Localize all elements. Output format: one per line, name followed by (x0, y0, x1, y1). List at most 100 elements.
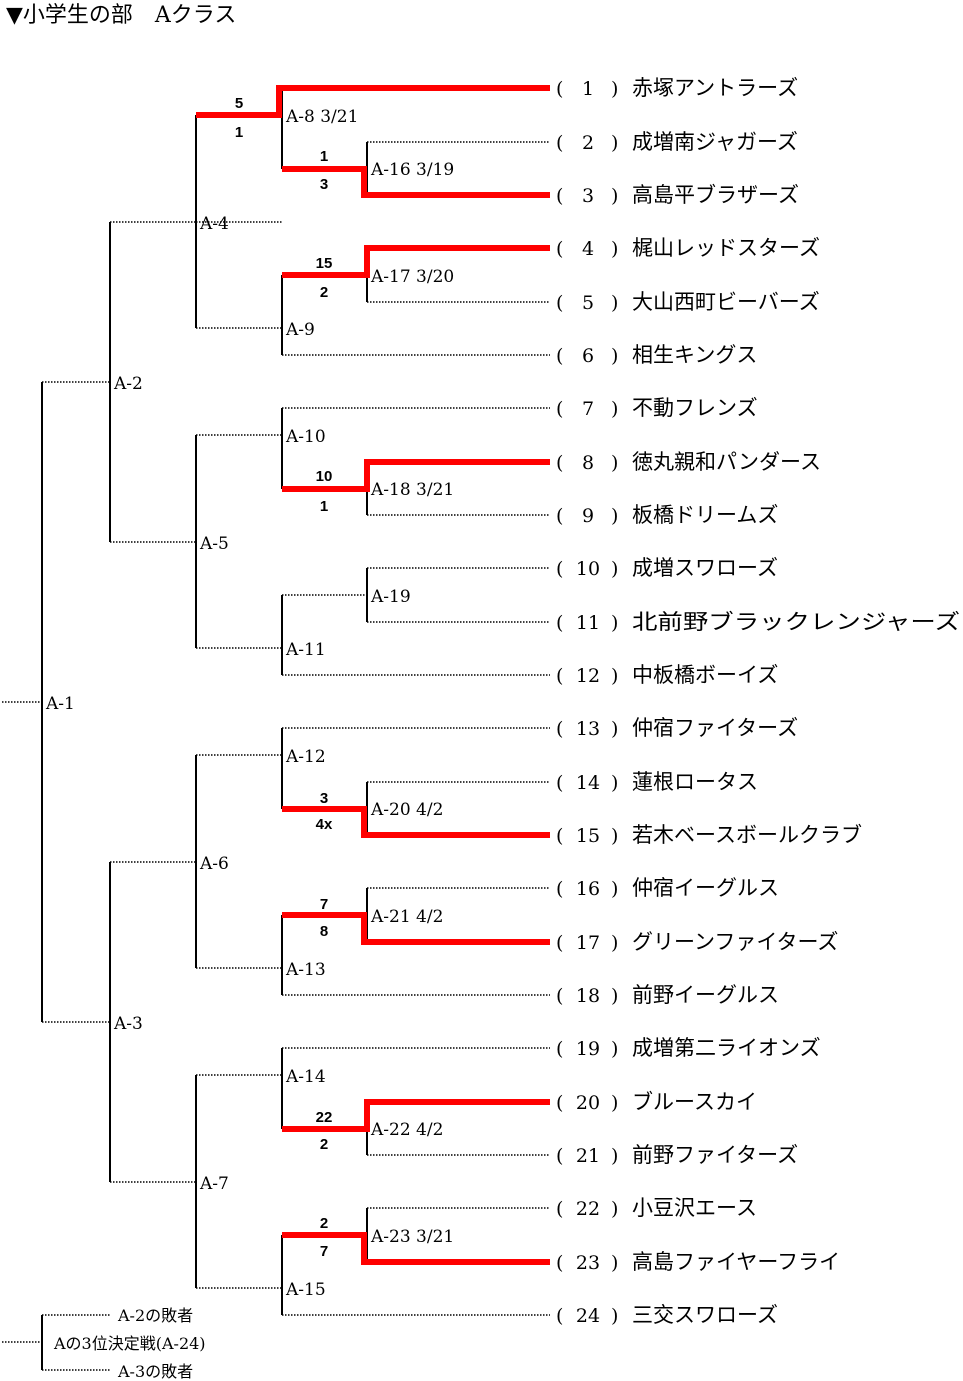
svg-text:(: ( (556, 292, 563, 314)
team-number: 20 (576, 1092, 600, 1114)
match-label-a7: A-7 (199, 1174, 229, 1194)
svg-text:): ) (611, 612, 618, 634)
svg-text:(: ( (556, 718, 563, 740)
svg-text:): ) (611, 345, 618, 367)
svg-text:(: ( (556, 1145, 563, 1167)
team-number: 2 (582, 132, 594, 154)
svg-text:): ) (611, 292, 618, 314)
svg-text:(: ( (556, 132, 563, 154)
third-place-label: Aの3位決定戦(A-24) (53, 1334, 206, 1353)
team-entry-2: (2)成増南ジャガーズ (556, 130, 798, 154)
team-entry-11: (11)北前野ブラックレンジャーズ (556, 610, 960, 634)
team-name: 梶山レッドスターズ (632, 236, 820, 260)
team-name: 高島ファイヤーフライ (632, 1250, 840, 1274)
match-scores: 5 1 1 3 15 2 10 1 3 4x 7 8 22 2 2 7 (235, 95, 333, 1260)
team-name: グリーンファイターズ (632, 930, 838, 954)
svg-text:(: ( (556, 185, 563, 207)
team-name: 前野イーグルス (632, 983, 779, 1007)
team-entry-24: (24)三交スワローズ (556, 1303, 778, 1327)
match-label-a3: A-3 (113, 1014, 143, 1034)
score-bottom: 2 (320, 284, 328, 301)
team-name: 大山西町ビーバーズ (632, 290, 820, 314)
team-entry-23: (23)高島ファイヤーフライ (556, 1250, 840, 1274)
svg-text:(: ( (556, 1198, 563, 1220)
score-top: 5 (235, 95, 243, 112)
svg-text:(: ( (556, 452, 563, 474)
team-name: 相生キングス (632, 343, 757, 367)
svg-text:): ) (611, 452, 618, 474)
bracket-lines (2, 88, 550, 1371)
svg-text:(: ( (556, 878, 563, 900)
team-number: 9 (582, 505, 594, 527)
svg-text:(: ( (556, 985, 563, 1007)
match-label-a15: A-15 (285, 1280, 326, 1300)
score-top: 15 (316, 255, 333, 272)
score-bottom: 4x (316, 816, 333, 833)
team-number: 17 (576, 932, 600, 954)
svg-text:): ) (611, 185, 618, 207)
score-top: 1 (320, 148, 328, 165)
team-entry-22: (22)小豆沢エース (556, 1196, 757, 1220)
svg-text:): ) (611, 985, 618, 1007)
team-number: 22 (576, 1198, 600, 1220)
svg-text:): ) (611, 665, 618, 687)
team-entry-20: (20)ブルースカイ (556, 1090, 757, 1114)
match-labels: A-1 A-2 A-3 A-4 A-5 A-6 A-7 A-8 3/21 A-9… (45, 107, 454, 1300)
score-bottom: 3 (320, 176, 328, 193)
score-top: 7 (320, 896, 328, 913)
team-name: 北前野ブラックレンジャーズ (632, 610, 960, 634)
team-entry-10: (10)成増スワローズ (556, 556, 778, 580)
team-list: (1)赤塚アントラーズ (2)成増南ジャガーズ (3)高島平ブラザーズ (4)梶… (556, 76, 960, 1327)
score-bottom: 1 (320, 498, 328, 515)
team-number: 8 (582, 452, 594, 474)
svg-text:): ) (611, 878, 618, 900)
team-number: 19 (576, 1038, 600, 1060)
team-number: 4 (582, 238, 594, 260)
team-entry-7: (7)不動フレンズ (556, 396, 758, 420)
svg-text:(: ( (556, 398, 563, 420)
match-label-a17: A-17 3/20 (370, 267, 454, 287)
team-entry-8: (8) 徳丸親和パンダース (556, 450, 821, 474)
team-entry-15: (15)若木ベースボールクラブ (556, 823, 862, 847)
team-number: 23 (576, 1252, 600, 1274)
team-entry-21: (21)前野ファイターズ (556, 1143, 798, 1167)
svg-text:): ) (611, 398, 618, 420)
svg-text:(: ( (556, 558, 563, 580)
score-top: 2 (320, 1215, 328, 1232)
team-number: 18 (576, 985, 600, 1007)
score-bottom: 2 (320, 1136, 328, 1153)
svg-text:(: ( (556, 1252, 563, 1274)
match-label-a16: A-16 3/19 (370, 160, 454, 180)
team-entry-18: (18) 前野イーグルス (556, 983, 779, 1007)
match-label-a6: A-6 (199, 854, 229, 874)
svg-text:): ) (611, 505, 618, 527)
svg-text:): ) (611, 1092, 618, 1114)
match-label-a10: A-10 (285, 427, 326, 447)
team-number: 15 (576, 825, 600, 847)
team-number: 10 (576, 558, 600, 580)
match-label-a11: A-11 (285, 640, 326, 660)
match-label-a14: A-14 (285, 1067, 326, 1087)
team-name: 徳丸親和パンダース (632, 450, 821, 474)
team-number: 1 (582, 78, 594, 100)
team-name: 小豆沢エース (632, 1196, 757, 1220)
svg-text:): ) (611, 78, 618, 100)
match-label-a9: A-9 (285, 320, 315, 340)
team-name: 蓮根ロータス (632, 770, 758, 794)
team-name: 不動フレンズ (632, 396, 758, 420)
third-place-bottom: A-3の敗者 (117, 1362, 193, 1381)
team-entry-12: (12)中板橋ボーイズ (556, 663, 778, 687)
team-number: 21 (576, 1145, 600, 1167)
team-entry-9: (9)板橋ドリームズ (556, 503, 778, 527)
svg-text:(: ( (556, 1038, 563, 1060)
team-number: 24 (576, 1305, 600, 1327)
svg-text:): ) (611, 932, 618, 954)
team-name: 仲宿イーグルス (632, 876, 779, 900)
svg-text:(: ( (556, 932, 563, 954)
svg-text:(: ( (556, 78, 563, 100)
score-top: 22 (316, 1109, 333, 1126)
team-entry-14: (14)蓮根ロータス (556, 770, 758, 794)
svg-text:(: ( (556, 825, 563, 847)
team-entry-3: (3)高島平ブラザーズ (556, 183, 799, 207)
